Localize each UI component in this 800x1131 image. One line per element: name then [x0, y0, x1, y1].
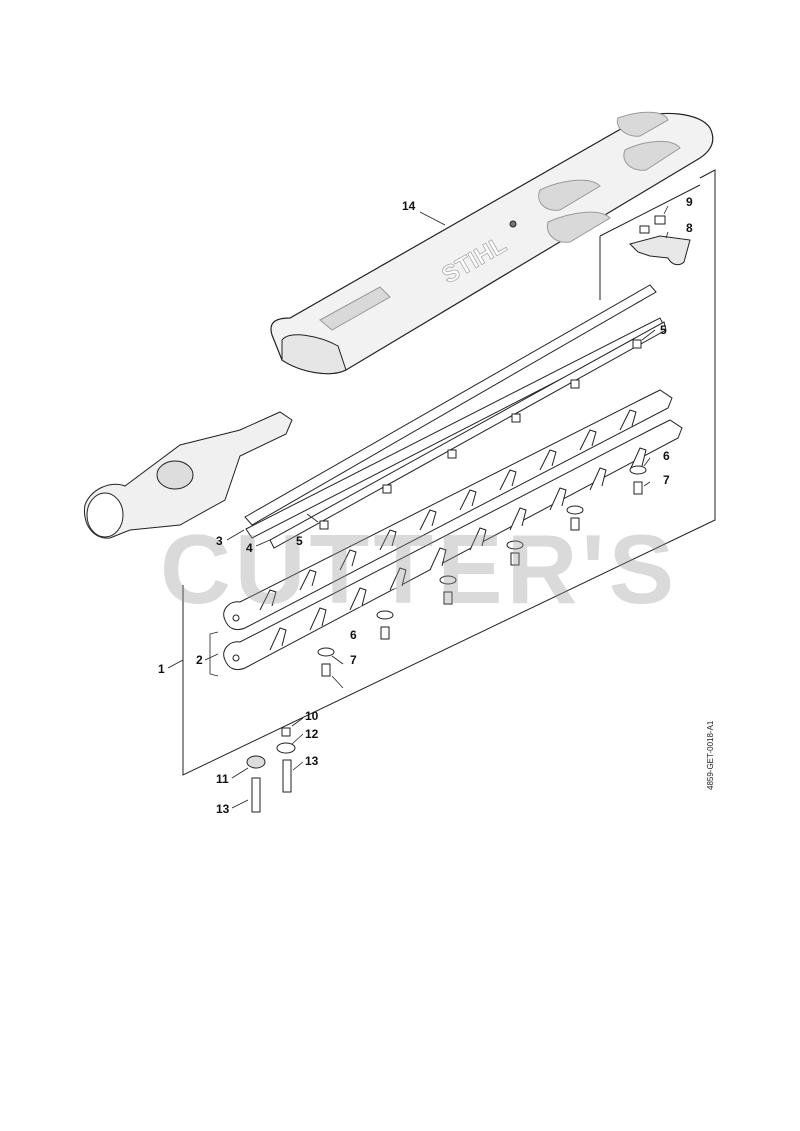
callout-6-right: 6 [663, 449, 670, 463]
callout-8: 8 [686, 221, 693, 235]
callout-13-right: 13 [305, 754, 319, 768]
callout-13-left: 13 [216, 802, 230, 816]
screw-part-9 [639, 215, 666, 234]
watermark: CUTTER'S [160, 514, 679, 624]
callout-5-top: 5 [660, 323, 667, 337]
cutting-blades [223, 389, 683, 671]
callout-2: 2 [196, 653, 203, 667]
leader-lines [167, 205, 669, 809]
callout-9: 9 [686, 195, 693, 209]
washers-and-screws [317, 379, 647, 677]
callout-3: 3 [216, 534, 223, 548]
spacer-part-5b [319, 520, 329, 530]
callout-10: 10 [305, 709, 319, 723]
gear-housing [83, 411, 293, 539]
callout-12: 12 [305, 727, 319, 741]
callout-7-right: 7 [663, 473, 670, 487]
callout-5-bottom: 5 [296, 534, 303, 548]
spacer-part-5 [632, 339, 642, 349]
bracket-part-8 [629, 235, 691, 266]
blade-guard: STIHL [270, 111, 714, 375]
callout-7-left: 7 [350, 653, 357, 667]
callout-6-left: 6 [350, 628, 357, 642]
callout-11: 11 [216, 772, 229, 786]
hardware-parts-10-13 [246, 727, 296, 813]
callout-1: 1 [158, 662, 165, 676]
assembly-frame [182, 169, 716, 776]
drawing-id: 4859-GET-0018-A1 [706, 720, 715, 790]
callout-4: 4 [246, 541, 253, 555]
blade-bars [244, 284, 667, 549]
callout-14: 14 [402, 199, 416, 213]
